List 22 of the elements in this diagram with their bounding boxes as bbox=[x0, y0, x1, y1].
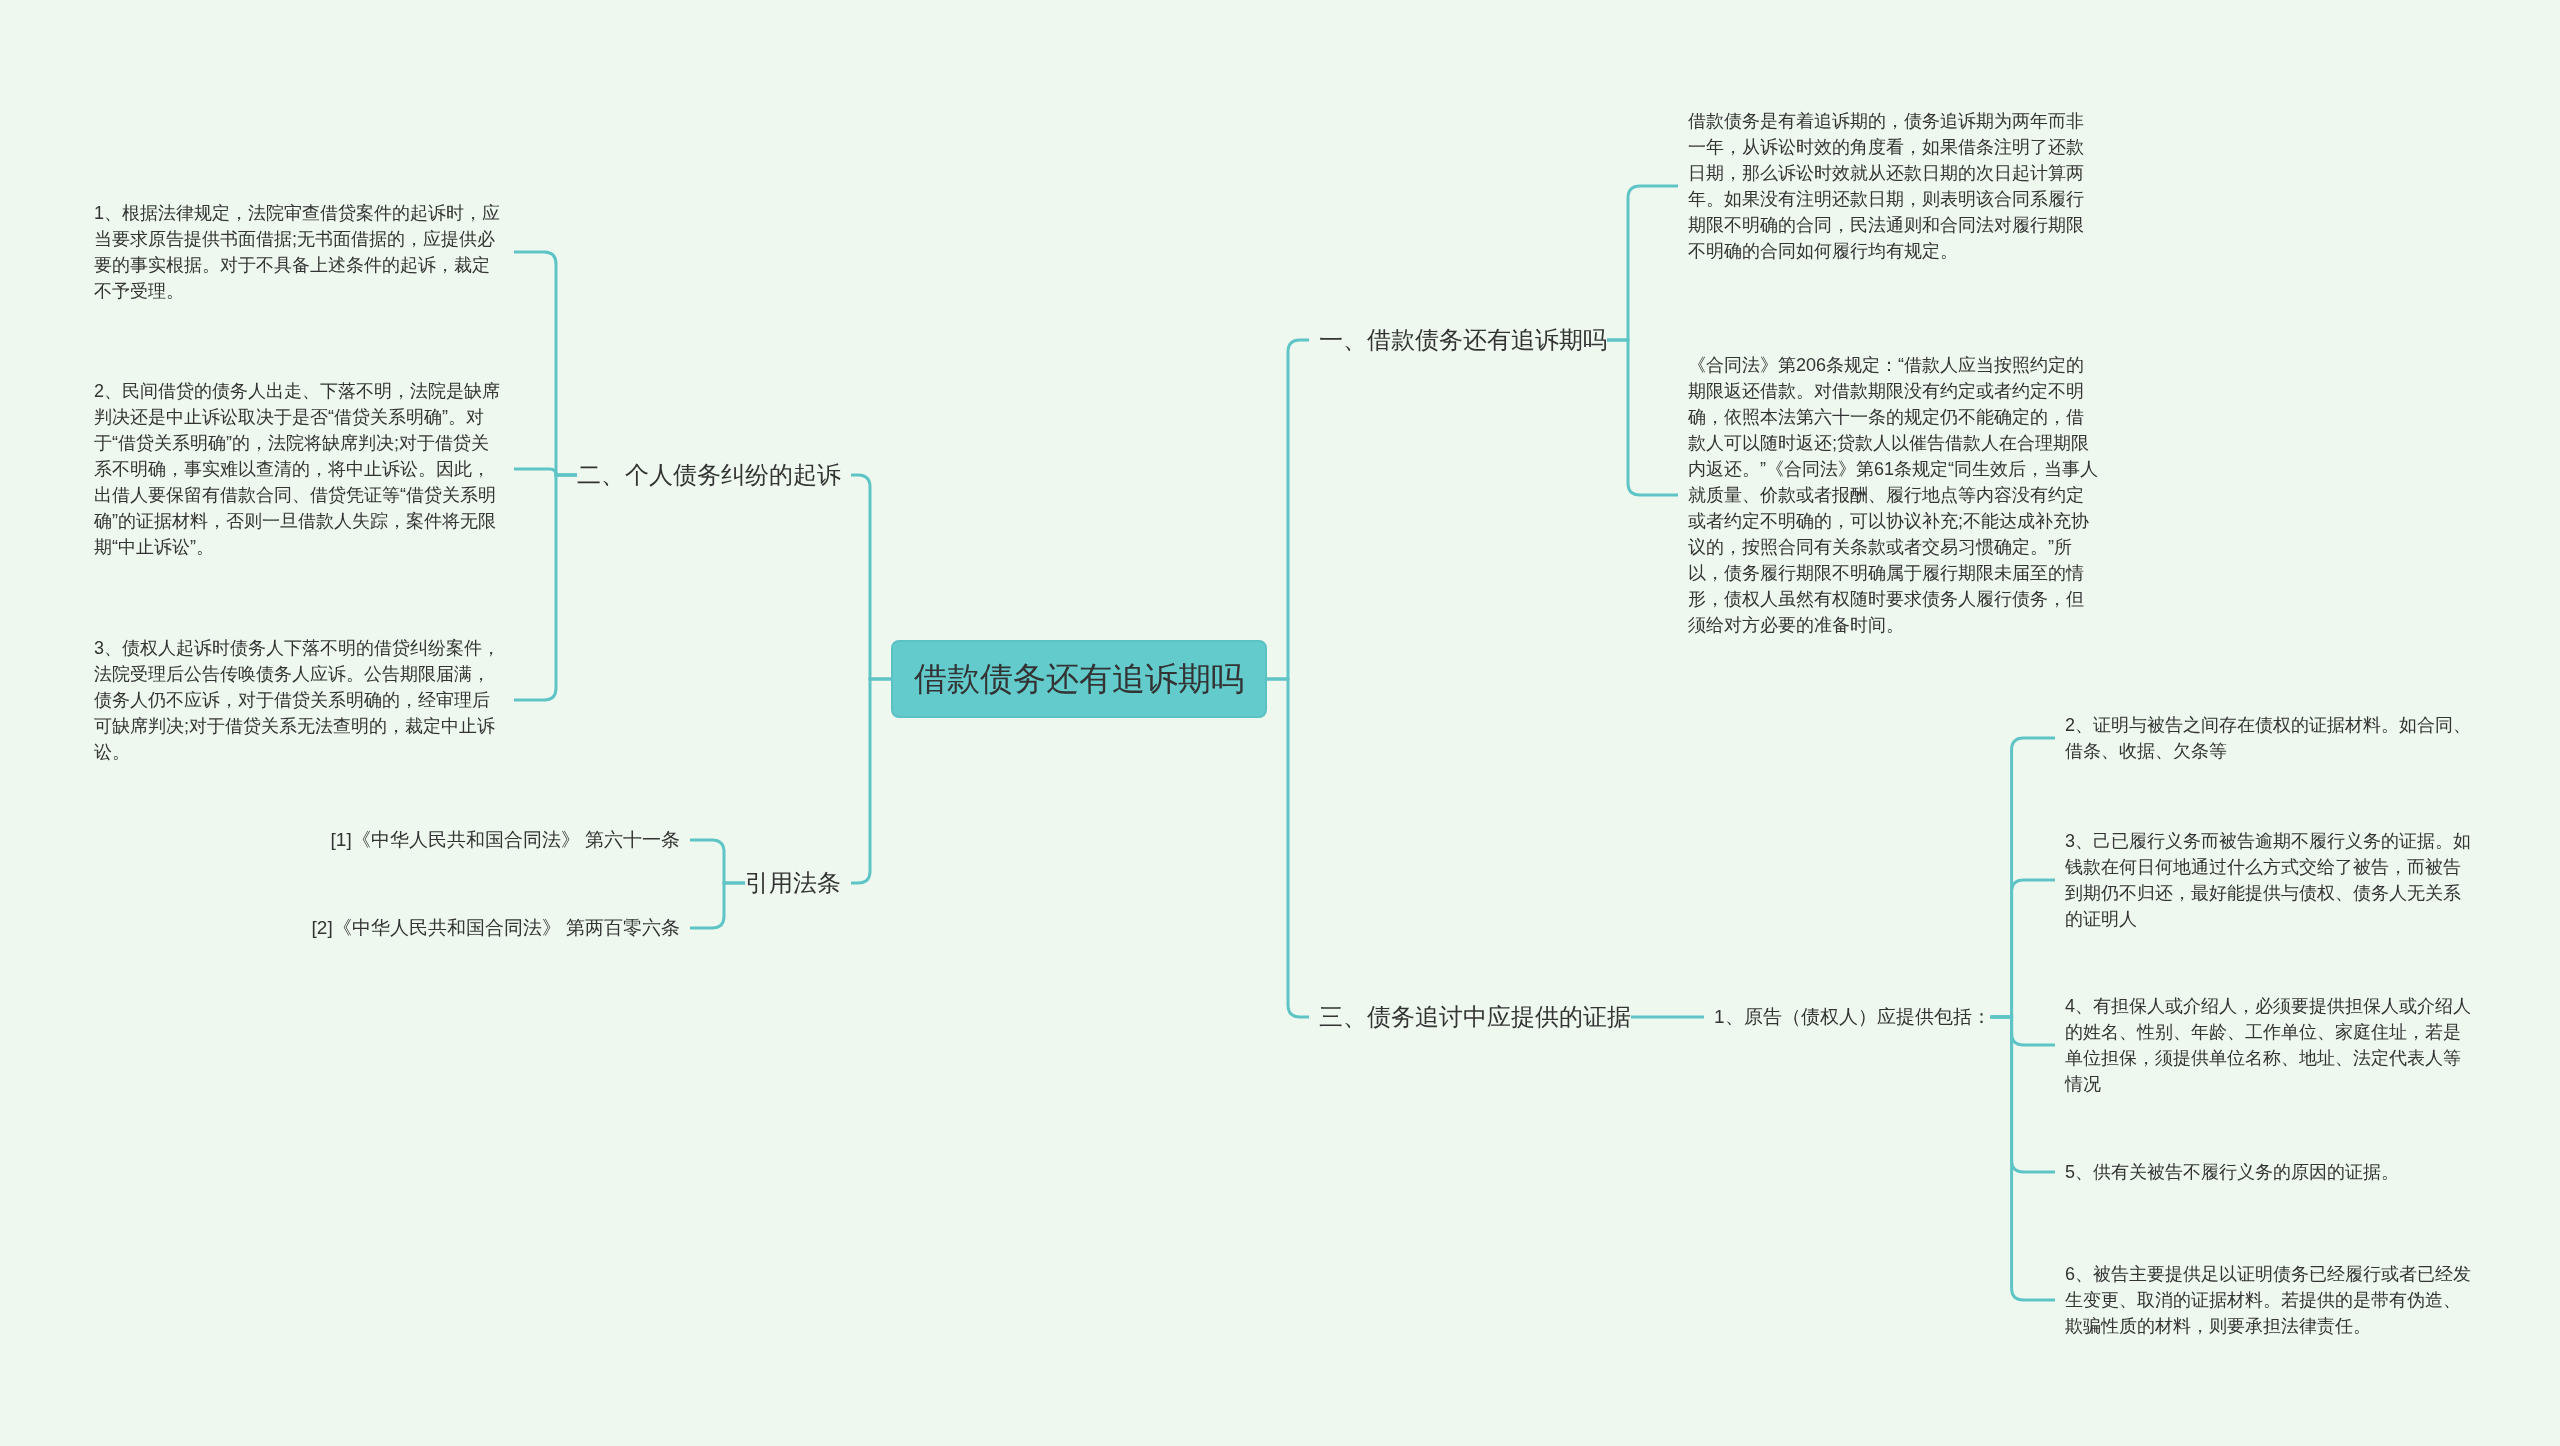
paragraph-text: 3、债权人起诉时债务人下落不明的借贷纠纷案件，法院受理后公告传唤债务人应诉。公告期限届满，债务人仍不应诉，对于借贷关系明确的，经审理后可缺席判决;对于借贷关系无法查明的，裁定中止诉讼。 bbox=[94, 635, 504, 765]
paragraph-text: 4、有担保人或介绍人，必须要提供担保人或介绍人的姓名、性别、年龄、工作单位、家庭住址，若是单位担保，须提供单位名称、地址、法定代表人等情况 bbox=[2065, 993, 2475, 1097]
branch-topic: 引用法条 bbox=[745, 867, 841, 899]
branch-topic: 一、借款债务还有追诉期吗 bbox=[1319, 324, 1607, 356]
paragraph-text: 2、证明与被告之间存在债权的证据材料。如合同、借条、收据、欠条等 bbox=[2065, 712, 2475, 764]
paragraph-text: 6、被告主要提供足以证明债务已经履行或者已经发生变更、取消的证据材料。若提供的是带有伪造、欺骗性质的材料，则要承担法律责任。 bbox=[2065, 1261, 2475, 1339]
paragraph-text: 3、己已履行义务而被告逾期不履行义务的证据。如钱款在何日何地通过什么方式交给了被告，而被告到期仍不归还，最好能提供与债权、债务人无关系的证明人 bbox=[2065, 828, 2475, 932]
connector-line bbox=[514, 473, 577, 702]
branch-topic: 三、债务追讨中应提供的证据 bbox=[1319, 1001, 1631, 1033]
paragraph-text: 2、民间借贷的债务人出走、下落不明，法院是缺席判决还是中止诉讼取决于是否“借贷关系明确”。对于“借贷关系明确”的，法院将缺席判决;对于借贷关系不明确，事实难以查清的，将中止诉讼。因此，出借人要保留有借款合同、借贷凭证等“借贷关系明确”的证据材料，否则一旦借款人失踪，案件将无限期“中止诉讼”。 bbox=[94, 378, 504, 560]
connector-line bbox=[1631, 1015, 1704, 1019]
connector-line bbox=[1607, 338, 1678, 497]
paragraph-text: 1、根据法律规定，法院审查借贷案件的起诉时，应当要求原告提供书面借据;无书面借据的，应提供必要的事实根据。对于不具备上述条件的起诉，裁定不予受理。 bbox=[94, 200, 504, 304]
subtopic-text: 1、原告（债权人）应提供包括： bbox=[1714, 1004, 1991, 1030]
citation-text: [2]《中华人民共和国合同法》 第两百零六条 bbox=[311, 915, 680, 941]
paragraph-text: 5、供有关被告不履行义务的原因的证据。 bbox=[2065, 1159, 2475, 1185]
paragraph-text: 《合同法》第206条规定：“借款人应当按照约定的期限返还借款。对借款期限没有约定或者约定不明确，依照本法第六十一条的规定仍不能确定的，借款人可以随时返还;贷款人以催告借款人在合理期限内返还。”《合同法》第61条规定“同生效后，当事人就质量、价款或者报酬、履行地点等内容没有约定或者约定不明确的，可以协议补充;不能达成补充协议的，按照合同有关条款或者交易习惯确定。”所以，债务履行期限不明确属于履行期限未届至的情形，债权人虽然有权随时要求债务人履行债务，但须给对方必要的准备时间。 bbox=[1688, 352, 2098, 638]
central-topic-box: 借款债务还有追诉期吗 bbox=[891, 640, 1267, 718]
branch-topic: 二、个人债务纠纷的起诉 bbox=[577, 459, 841, 491]
connector-line bbox=[1990, 1015, 2055, 1302]
paragraph-text: 借款债务是有着追诉期的，债务追诉期为两年而非一年，从诉讼时效的角度看，如果借条注明了还款日期，那么诉讼时效就从还款日期的次日起计算两年。如果没有注明还款日期，则表明该合同系履行期限不明确的合同，民法通则和合同法对履行期限不明确的合同如何履行均有规定。 bbox=[1688, 108, 2098, 264]
citation-text: [1]《中华人民共和国合同法》 第六十一条 bbox=[330, 827, 680, 853]
